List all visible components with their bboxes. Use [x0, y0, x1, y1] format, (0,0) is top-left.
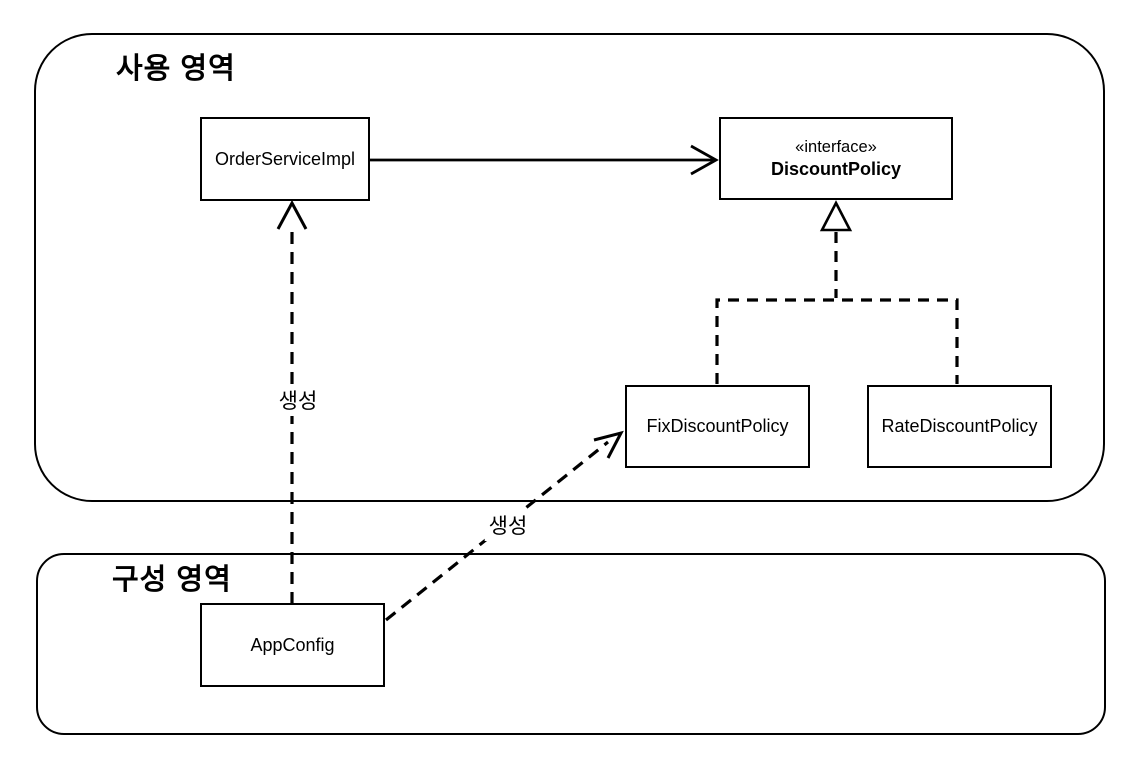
class-box-fix-discount-policy: FixDiscountPolicy — [625, 385, 810, 468]
class-box-discount-policy: «interface» DiscountPolicy — [719, 117, 953, 200]
class-name: FixDiscountPolicy — [646, 416, 789, 437]
class-name: AppConfig — [250, 634, 335, 655]
class-name: OrderServiceImpl — [214, 148, 356, 169]
class-box-app-config: AppConfig — [200, 603, 385, 687]
usage-area-title: 사용 영역 — [116, 53, 236, 85]
interface-stereotype: «interface» — [795, 137, 877, 156]
create-edge-label: 생성 — [274, 384, 322, 416]
class-name: RateDiscountPolicy — [881, 416, 1038, 437]
class-box-rate-discount-policy: RateDiscountPolicy — [867, 385, 1052, 468]
class-name: DiscountPolicy — [770, 158, 902, 179]
create-edge-label: 생성 — [484, 509, 532, 541]
class-box-order-service-impl: OrderServiceImpl — [200, 117, 370, 201]
config-area-title: 구성 영역 — [112, 564, 232, 596]
